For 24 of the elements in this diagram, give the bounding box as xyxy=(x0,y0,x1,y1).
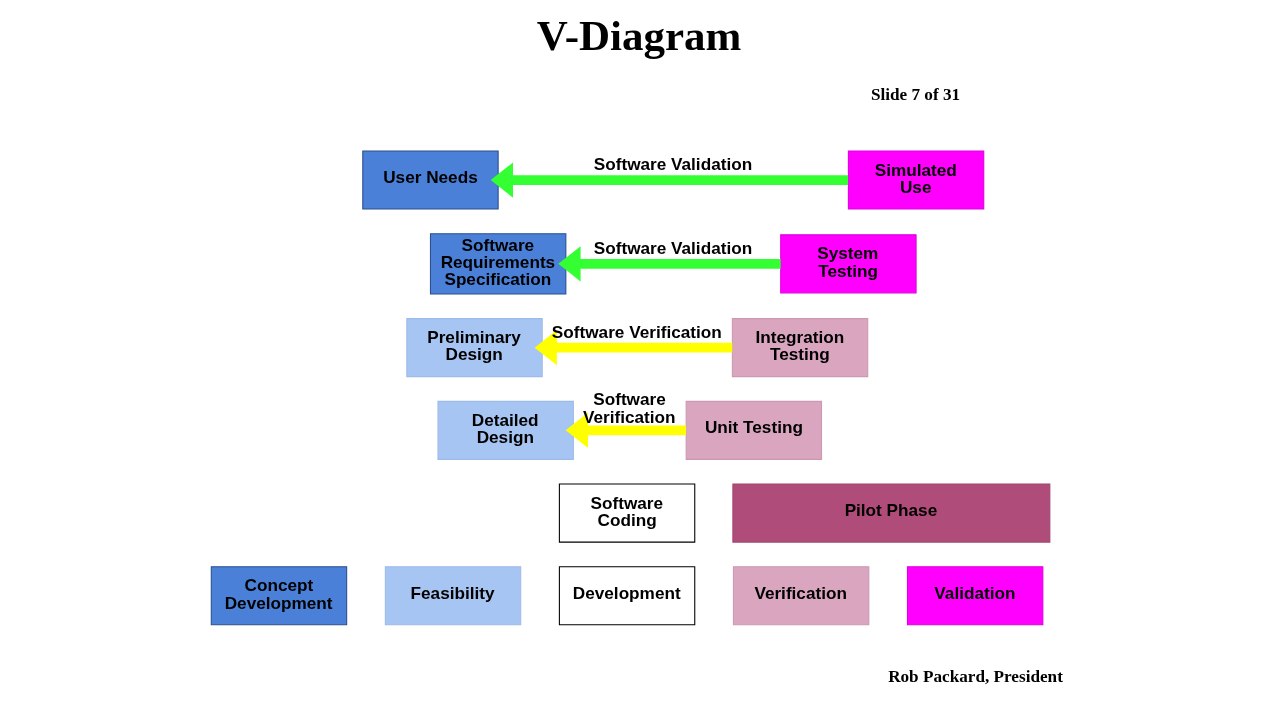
label: Slide 7 of 31 xyxy=(870,85,960,105)
node-box: Development xyxy=(558,566,695,626)
node-box: Pilot Phase xyxy=(731,483,1050,543)
node-box: Feasibility xyxy=(384,566,521,626)
node-box: Preliminary Design xyxy=(405,318,543,378)
diagram-title: V-Diagram xyxy=(536,12,741,60)
arrow xyxy=(490,162,848,198)
node-box: Unit Testing xyxy=(685,400,822,460)
node-box: Detailed Design xyxy=(436,400,574,460)
edge-label: Software Verification xyxy=(551,321,722,342)
node-box: Simulated Use xyxy=(847,150,984,210)
node-box: Concept Development xyxy=(210,566,347,626)
node-box: User Needs xyxy=(361,150,499,210)
node-box: Integration Testing xyxy=(731,318,868,378)
node-box: Validation xyxy=(906,566,1043,626)
node-box: Software Coding xyxy=(558,483,695,543)
node-box: Verification xyxy=(732,566,869,626)
node-box: System Testing xyxy=(779,234,917,294)
arrow xyxy=(557,246,781,282)
edge-label: Software Validation xyxy=(593,237,752,258)
label: Rob Packard, President xyxy=(887,666,1063,686)
arrow xyxy=(534,330,732,366)
edge-label: Software Validation xyxy=(593,154,752,175)
node-box: Software Requirements Specification xyxy=(429,233,566,295)
